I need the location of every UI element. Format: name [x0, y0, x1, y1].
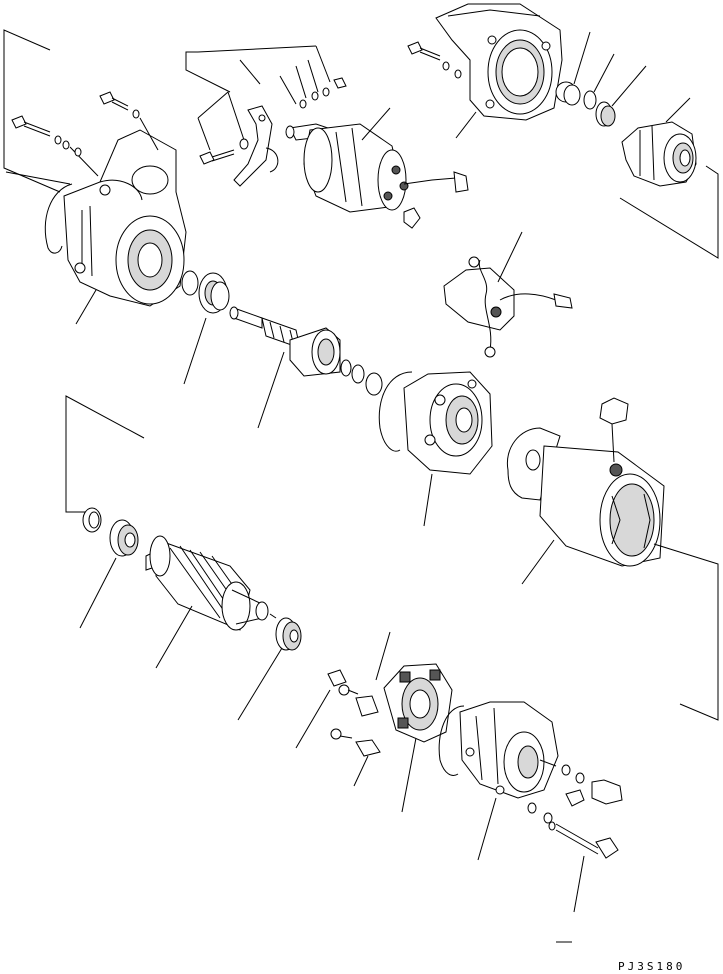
- yoke: [506, 397, 719, 721]
- armature: [145, 535, 277, 669]
- shift-lever: [233, 105, 279, 187]
- brush-spring: [295, 669, 347, 749]
- snap-ring: [82, 507, 102, 533]
- brush-group: [295, 631, 453, 813]
- drawing-code: PJ3S180: [618, 960, 685, 973]
- bolt: [407, 41, 462, 79]
- screw: [330, 684, 359, 740]
- center-bracket: [378, 371, 493, 527]
- brush-holder: [383, 663, 453, 813]
- gear-housing: [435, 3, 563, 121]
- spacer-set: [340, 359, 383, 396]
- drive-housing-group: [3, 29, 187, 325]
- pinion-shaft: [229, 306, 341, 429]
- bolt: [11, 115, 99, 177]
- terminal-lead: [443, 231, 573, 358]
- through-bolt: [548, 821, 619, 913]
- nut: [299, 77, 347, 109]
- drive-housing: [63, 129, 187, 307]
- gear-housing-group: [407, 3, 719, 259]
- armature-group: [65, 395, 302, 721]
- leader-line: [75, 289, 97, 325]
- bearing-ring: [555, 31, 591, 106]
- brush: [353, 631, 391, 787]
- bearing: [237, 617, 302, 721]
- bolt: [199, 149, 235, 165]
- magnetic-switch: [285, 107, 469, 229]
- screw-set: [527, 759, 623, 824]
- snap-ring: [44, 183, 73, 254]
- bolt: [99, 91, 159, 151]
- bearing: [79, 519, 139, 629]
- overrunning-clutch: [621, 97, 697, 187]
- pinion-gear: [181, 270, 230, 385]
- rear-cover: [438, 701, 559, 861]
- washer: [583, 53, 615, 110]
- magnetic-switch-group: [185, 45, 469, 229]
- retainer: [595, 65, 647, 127]
